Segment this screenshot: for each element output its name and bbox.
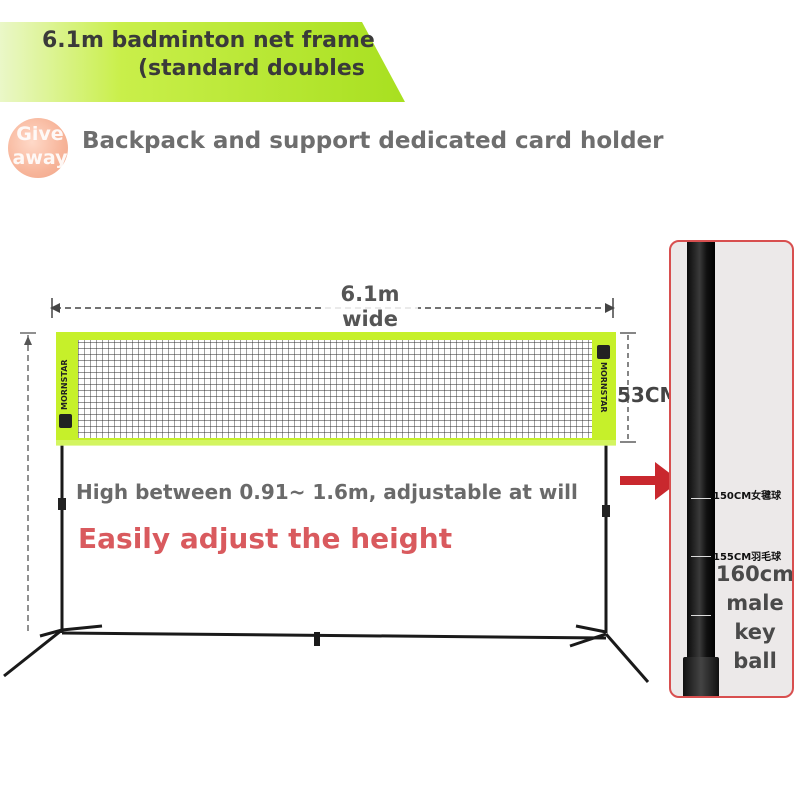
pole-mark-160-line1: 160cm [715, 562, 794, 586]
accessory-subtitle: Backpack and support dedicated card hold… [82, 128, 664, 154]
pole-closeup-panel: 150CM女毽球 155CM羽毛球 160cm male key ball [669, 240, 794, 698]
giveaway-badge-line2: away [12, 147, 68, 169]
giveaway-badge-line1: Give [16, 123, 64, 145]
pole-mark-155: 155CM羽毛球 [713, 552, 782, 563]
pole-mark-160: 160cm male key ball [715, 560, 794, 676]
mark-line-155 [691, 556, 711, 557]
net-width-label: 6.1m wide [322, 282, 418, 332]
base-frame [3, 624, 650, 683]
mark-line-160 [691, 615, 711, 616]
right-arrow-icon [620, 462, 680, 500]
width-dimension-arrow [50, 298, 615, 318]
pole-mark-160-line2: male [726, 591, 784, 615]
pole-clamp [683, 657, 719, 696]
mark-line-150 [691, 498, 711, 499]
pole-tube [687, 242, 715, 696]
net-posts [58, 440, 610, 633]
giveaway-badge-text: Give away [0, 122, 80, 170]
height-range-text: High between 0.91~ 1.6m, adjustable at w… [76, 480, 578, 504]
title-banner [0, 22, 405, 102]
brand-logo-icon [59, 345, 610, 428]
banner-title-line1: 6.1m badminton net frame [42, 28, 375, 53]
banner-title-line2: (standard doubles [138, 56, 365, 81]
net-mesh [56, 332, 616, 446]
brand-text-right: MORNSTAR [599, 362, 608, 413]
pole-mark-150: 150CM女毽球 [713, 491, 782, 502]
pole-mark-160-line3: key [734, 620, 776, 644]
pole-mark-160-line4: ball [733, 649, 777, 673]
total-height-dimension [20, 332, 36, 635]
net-height-dimension [620, 332, 636, 443]
adjust-height-text: Easily adjust the height [78, 522, 453, 555]
mark-tiny-150 [690, 489, 692, 495]
net-width-value: 6.1m [340, 282, 400, 306]
giveaway-badge [8, 118, 68, 178]
net-width-unit: wide [342, 307, 398, 331]
brand-text-left: MORNSTAR [60, 359, 69, 410]
